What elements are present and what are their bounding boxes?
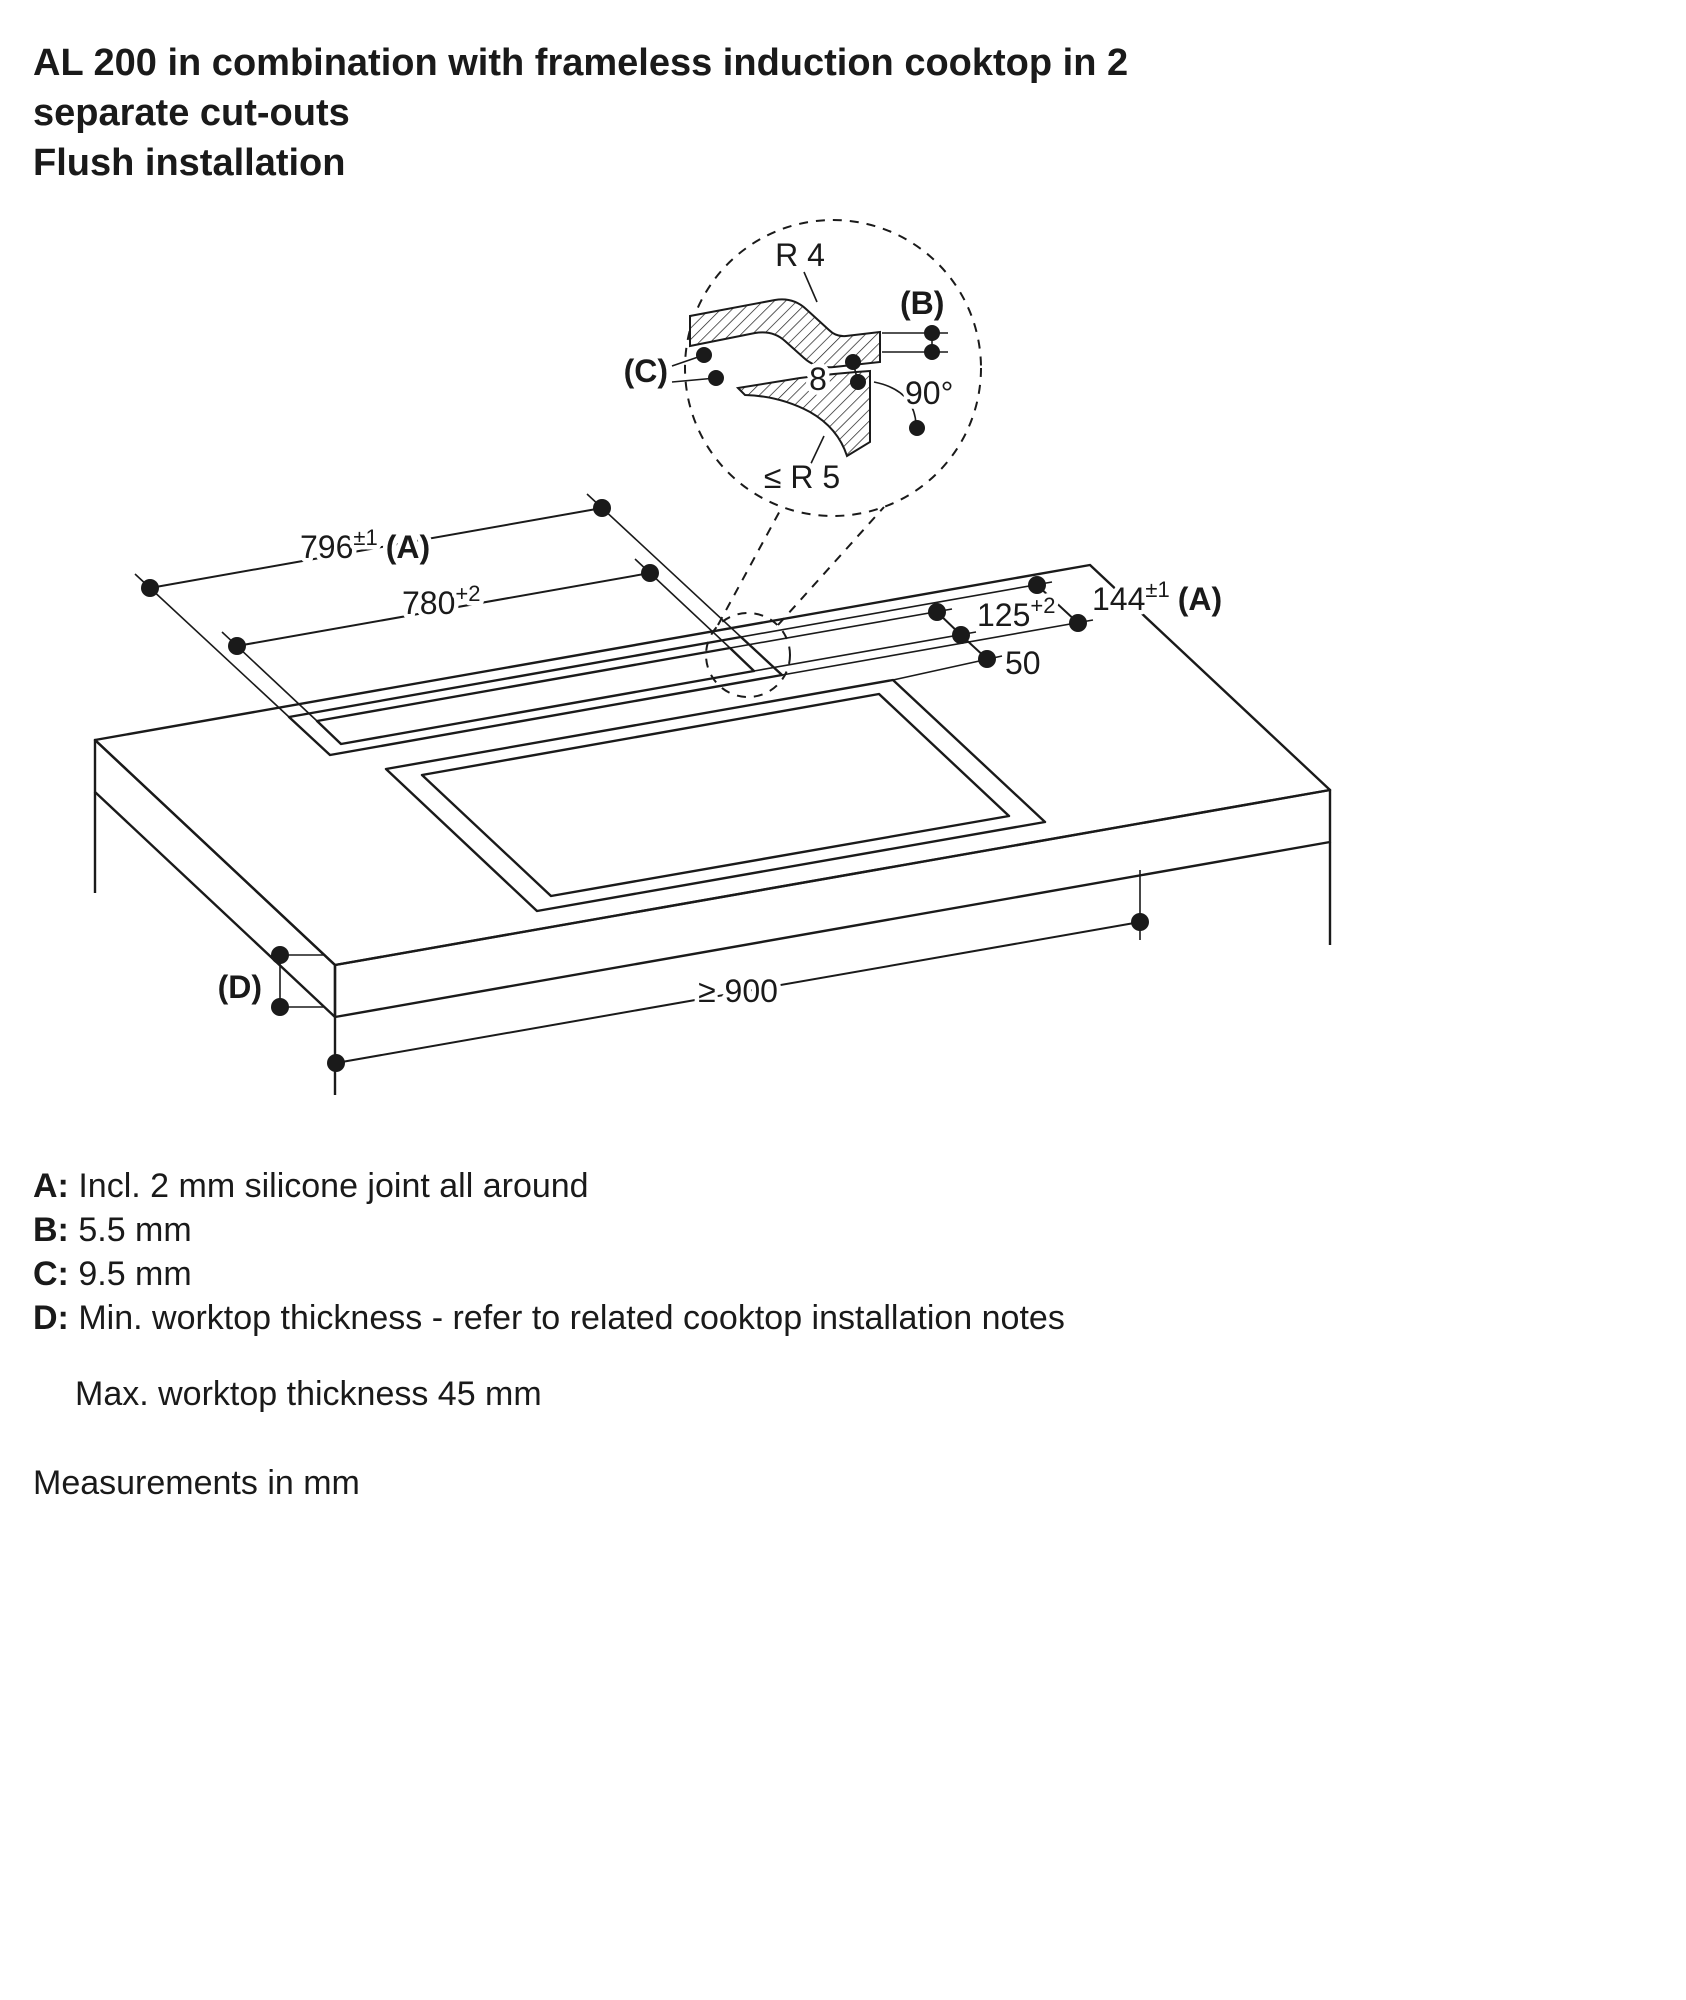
title-line-3: Flush installation	[33, 142, 346, 185]
note-d-key: D:	[33, 1299, 69, 1337]
note-a-key: A:	[33, 1167, 69, 1205]
dim-line-796	[149, 507, 603, 589]
units-note: Measurements in mm	[33, 1464, 360, 1502]
cooktop-inner-cutout	[420, 692, 1011, 898]
callout-line-left	[717, 506, 783, 626]
dim-125-label: 125+2	[977, 593, 1055, 633]
dim-780-label: 780+2	[402, 581, 480, 621]
dim-50-label: 50	[1005, 645, 1041, 681]
detail-lower-section	[735, 369, 871, 458]
note-b: B: 5.5 mm	[33, 1208, 1065, 1252]
vent-slot-rebate-outline	[287, 635, 784, 757]
dimension-lines: 796±1(A) 780+2 144±1(A) 125+2 50 ≥ 900 (…	[134, 493, 1227, 1072]
page-title: AL 200 in combination with frameless ind…	[33, 38, 1433, 188]
dim-line-780	[236, 572, 651, 647]
title-line-2: separate cut-outs	[33, 92, 350, 135]
detail-step-width-label: 8	[809, 361, 827, 397]
dim-line-900	[335, 921, 1141, 1064]
note-c-key: C:	[33, 1255, 69, 1293]
note-b-key: B:	[33, 1211, 69, 1249]
extension-lines	[134, 493, 1141, 1008]
dim-900-label: ≥ 900	[698, 973, 778, 1009]
note-c: C: 9.5 mm	[33, 1252, 1065, 1296]
note-b-text: 5.5 mm	[78, 1211, 192, 1249]
worktop-top-face	[93, 563, 1332, 967]
detail-c-label: (C)	[624, 353, 668, 389]
detail-angle-label: 90°	[905, 375, 953, 411]
detail-radius-top-label: R 4	[775, 237, 825, 273]
dim-796-label: 796±1(A)	[300, 525, 430, 565]
note-d-text: Min. worktop thickness - refer to relate…	[78, 1299, 1065, 1337]
detail-callout: R 4 (B) (C) 8 90° ≤ R 5	[619, 219, 982, 698]
note-d: D: Min. worktop thickness - refer to rel…	[33, 1296, 1065, 1340]
worktop-front-face	[333, 788, 1332, 1019]
dimension-endpoint-dots	[141, 499, 1149, 1072]
detail-upper-section	[689, 298, 881, 369]
worktop-left-face	[93, 738, 337, 1019]
note-c-text: 9.5 mm	[78, 1255, 192, 1293]
detail-circle	[684, 219, 982, 517]
note-a-text: Incl. 2 mm silicone joint all around	[78, 1167, 589, 1205]
dim-d-label: (D)	[218, 969, 262, 1005]
cooktop-rebate-outline	[384, 678, 1047, 913]
legend-notes: A: Incl. 2 mm silicone joint all around …	[33, 1164, 1065, 1416]
detail-dimension-dots	[696, 325, 940, 436]
worktop-legs	[93, 792, 1332, 1095]
callout-line-right	[777, 506, 885, 626]
dim-144-label: 144±1(A)	[1092, 577, 1222, 617]
cutouts	[287, 635, 1047, 913]
title-line-1: AL 200 in combination with frameless ind…	[33, 42, 1129, 84]
detail-radius-bottom-label: ≤ R 5	[764, 459, 840, 495]
note-a: A: Incl. 2 mm silicone joint all around	[33, 1164, 1065, 1208]
dim-line-144	[1036, 584, 1079, 624]
detail-source-circle	[705, 612, 791, 698]
max-thickness-note: Max. worktop thickness 45 mm	[75, 1375, 542, 1413]
detail-b-label: (B)	[900, 285, 944, 321]
